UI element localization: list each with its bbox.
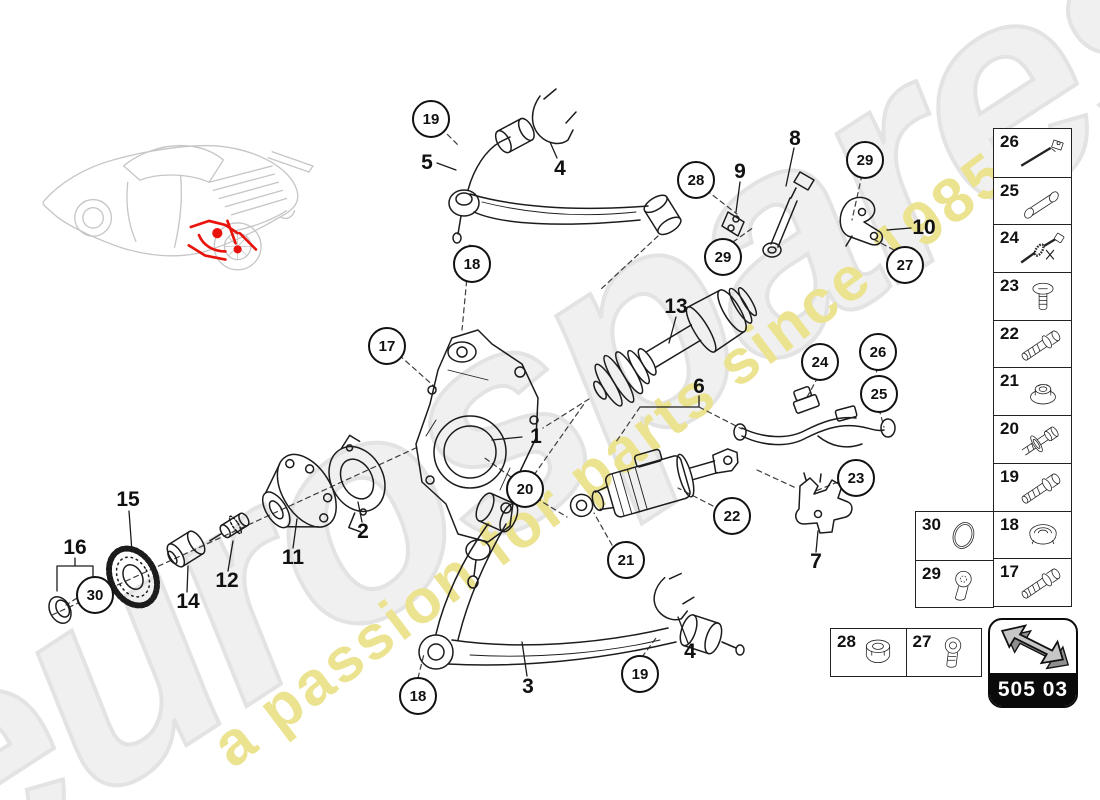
- legend-cell-24[interactable]: 24: [994, 224, 1071, 272]
- part-label-12: 12: [215, 569, 239, 592]
- upper-control-arm-drawing: [448, 117, 682, 244]
- long-pin-icon: [1015, 132, 1071, 173]
- callout-27[interactable]: 27: [886, 246, 924, 284]
- dowel-pin-icon: [1015, 181, 1071, 222]
- callout-21[interactable]: 21: [607, 541, 645, 579]
- legend-cell-22[interactable]: 22: [994, 319, 1071, 368]
- callout-30[interactable]: 30: [76, 576, 114, 614]
- flange-bolt-icon: [1015, 467, 1071, 508]
- level-sensor-link-drawing: [721, 171, 815, 258]
- legend-item-number: 29: [922, 563, 941, 583]
- legend-cell-25[interactable]: 25: [994, 176, 1071, 225]
- legend-cell-19[interactable]: 19: [994, 462, 1071, 511]
- torx-screw-icon: [937, 564, 993, 605]
- wheel-carrier-drawing: [415, 329, 539, 589]
- page-code-badge[interactable]: 505 03: [988, 618, 1078, 708]
- retaining-clip-top-drawing: [531, 88, 577, 145]
- legend-item-number: 25: [1000, 180, 1019, 200]
- hardware-legend-column: 26 25 24 23 22 21 20 19 18 17: [993, 128, 1072, 607]
- back-arrow-icon: [1000, 624, 1070, 670]
- part-label-6: 6: [693, 375, 705, 398]
- hardware-legend-bottom-row: 28 27: [830, 628, 982, 677]
- part-label-11: 11: [281, 546, 305, 569]
- shaft-nut-drawing: [166, 530, 206, 568]
- part-label-15: 15: [116, 488, 140, 511]
- part-label-13: 13: [664, 295, 688, 318]
- legend-item-number: 23: [1000, 276, 1019, 296]
- callout-19[interactable]: 19: [412, 100, 450, 138]
- bolt-with-washer-icon: [1015, 419, 1071, 460]
- o-ring-icon: [937, 515, 993, 556]
- legend-cell-20[interactable]: 20: [994, 415, 1071, 463]
- callout-18[interactable]: 18: [453, 245, 491, 283]
- flange-nut-icon: [1015, 371, 1071, 412]
- wheel-hub-drawing: [261, 453, 337, 529]
- legend-item-number: 28: [837, 632, 856, 651]
- legend-item-number: 30: [922, 515, 941, 534]
- legend-cell-17[interactable]: 17: [994, 558, 1071, 606]
- callout-22[interactable]: 22: [713, 497, 751, 535]
- callout-20[interactable]: 20: [506, 470, 544, 508]
- socket-head-bolt-icon: [925, 632, 981, 673]
- hub-bolt-drawing: [209, 512, 250, 542]
- damper-actuator-drawing: [569, 448, 739, 518]
- legend-item-number: 17: [1000, 562, 1019, 582]
- part-label-1: 1: [530, 425, 542, 448]
- legend-item-number: 22: [1000, 323, 1019, 343]
- callout-29[interactable]: 29: [846, 141, 884, 179]
- part-label-2: 2: [357, 520, 369, 543]
- legend-item-number: 19: [1000, 466, 1019, 486]
- part-label-9: 9: [734, 160, 746, 183]
- flange-bolt-icon: [1015, 562, 1071, 603]
- part-label-3: 3: [522, 675, 534, 698]
- legend-item-number: 18: [1000, 514, 1019, 534]
- part-label-4: 4: [684, 640, 696, 663]
- callout-29[interactable]: 29: [704, 238, 742, 276]
- part-label-4: 4: [554, 157, 566, 180]
- legend-cell-21[interactable]: 21: [994, 367, 1071, 415]
- legend-item-number: 27: [912, 632, 932, 651]
- legend-cell-18[interactable]: 18: [994, 510, 1071, 559]
- legend-cell-29[interactable]: 29: [916, 559, 993, 608]
- legend-cell-30[interactable]: 30: [916, 512, 993, 560]
- sensor-bracket-drawing: [839, 196, 884, 247]
- cap-drawing: [48, 596, 72, 624]
- callout-24[interactable]: 24: [801, 343, 839, 381]
- callout-18[interactable]: 18: [399, 677, 437, 715]
- callout-25[interactable]: 25: [860, 375, 898, 413]
- callout-26[interactable]: 26: [859, 333, 897, 371]
- legend-cell-26[interactable]: 26: [994, 129, 1071, 177]
- callout-23[interactable]: 23: [837, 459, 875, 497]
- legend-item-number: 20: [1000, 419, 1019, 439]
- callout-19[interactable]: 19: [621, 655, 659, 693]
- part-label-8: 8: [789, 127, 801, 150]
- callout-28[interactable]: 28: [677, 161, 715, 199]
- legend-item-number: 24: [1000, 228, 1019, 248]
- legend-item-number: 26: [1000, 132, 1019, 151]
- flange-bolt-icon: [1015, 324, 1071, 365]
- encoder-ring-drawing: [106, 545, 160, 609]
- legend-cell-23[interactable]: 23: [994, 272, 1071, 320]
- part-label-14: 14: [176, 590, 200, 613]
- callout-17[interactable]: 17: [368, 327, 406, 365]
- part-label-7: 7: [810, 550, 822, 573]
- legend-cell-28[interactable]: 28: [831, 629, 906, 676]
- part-label-10: 10: [912, 216, 936, 239]
- legend-cell-27[interactable]: 27: [905, 629, 982, 676]
- car-rear-thumbnail: [42, 144, 314, 271]
- wiring-harness-drawing: [733, 385, 896, 448]
- retaining-clip-bottom-drawing: [653, 572, 695, 621]
- part-label-5: 5: [421, 151, 433, 174]
- highlighted-suspension-area: [187, 219, 258, 261]
- legend-item-number: 21: [1000, 371, 1019, 391]
- hardware-legend-side-column: 30 29: [915, 511, 994, 609]
- bolt-with-clip-icon: [1015, 228, 1071, 269]
- lock-nut-icon: [850, 632, 906, 673]
- drive-shaft-drawing: [593, 287, 758, 407]
- part-label-16: 16: [63, 536, 87, 559]
- collar-nut-icon: [1015, 515, 1071, 556]
- pan-head-screw-icon: [1015, 276, 1071, 317]
- page-code-label: 505 03: [990, 673, 1076, 706]
